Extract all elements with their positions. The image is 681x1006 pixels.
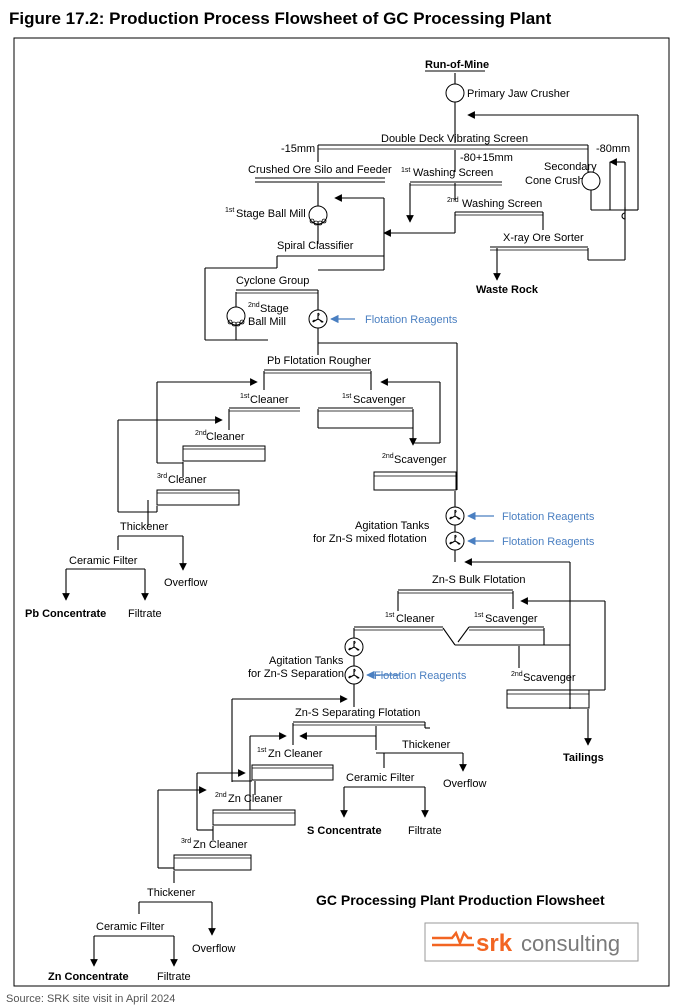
zns-cleaner1-ord: 1st <box>385 612 394 619</box>
run-of-mine-label: Run-of-Mine <box>425 59 489 71</box>
ball-mill-2-balls <box>227 319 245 327</box>
zn-cleaner3-cell <box>173 854 252 871</box>
for-zns-sep-label: for Zn-S Separation <box>248 668 344 680</box>
flotation-reagents-label: Flotation Reagents <box>502 511 595 523</box>
waste-rock-label: Waste Rock <box>476 284 539 296</box>
pb-cleaner3-cell <box>156 489 240 506</box>
pb-scavenger1-ord: 1st <box>342 393 351 400</box>
for-zns-mixed-label: for Zn-S mixed flotation <box>313 533 427 545</box>
zns-scavenger2-label: Scavenger <box>523 672 576 684</box>
zn-cleaner1-ord: 1st <box>257 747 266 754</box>
stage1-mill-ord: 1st <box>225 207 234 214</box>
zn-cleaner2-label: Zn Cleaner <box>228 793 283 805</box>
diagram-frame <box>13 37 670 987</box>
primary-jaw-crusher-label: Primary Jaw Crusher <box>467 88 570 100</box>
zn-cleaner1-label: Zn Cleaner <box>268 748 323 760</box>
pb-scavenger2-ord: 2nd <box>382 453 394 460</box>
zns-scavenger1-label: Scavenger <box>485 613 538 625</box>
agitation-tank-icon <box>445 506 465 526</box>
stage1-mill-label: Stage Ball Mill <box>236 208 306 220</box>
flotation-reagents-label: Flotation Reagents <box>374 670 467 682</box>
zns-scavenger2-ord: 2nd <box>511 671 523 678</box>
pb-ceramic-filter-label: Ceramic Filter <box>69 555 138 567</box>
ball-mill-2-icon <box>226 306 246 326</box>
minus-80mm-label: -80mm <box>596 143 630 155</box>
pb-cleaner1-label: Cleaner <box>250 394 289 406</box>
zn-overflow-label: Overflow <box>192 943 235 955</box>
secondary-crusher-label-2: Cone Crusher <box>525 175 594 187</box>
agitation-tanks-label: Agitation Tanks <box>355 520 430 532</box>
minus-15mm-label: -15mm <box>281 143 315 155</box>
s-concentrate-label: S Concentrate <box>307 825 382 837</box>
flotation-reagents-label: Flotation Reagents <box>502 536 595 548</box>
pb-cleaner2-cell <box>182 445 266 462</box>
ball-mill-1-icon <box>308 205 328 225</box>
srk-logo-suffix: consulting <box>521 931 620 956</box>
zn-cleaner1-cell <box>251 764 334 781</box>
washing-screen-2-label: Washing Screen <box>462 198 542 210</box>
zns-scavenger2-cell <box>506 689 590 709</box>
stage2-mill-label-2: Ball Mill <box>248 316 286 328</box>
tailings-label: Tailings <box>563 752 604 764</box>
agitation-tank-icon <box>445 531 465 551</box>
pb-overflow-label: Overflow <box>164 577 207 589</box>
source-note: Source: SRK site visit in April 2024 <box>6 993 176 1005</box>
srk-logo-brand: srk <box>476 930 513 957</box>
flow-line <box>457 626 470 643</box>
stage2-mill-ord: 2nd <box>248 302 260 309</box>
s-overflow-label: Overflow <box>443 778 486 790</box>
pb-scavenger1-label: Scavenger <box>353 394 406 406</box>
pb-cleaner2-ord: 2nd <box>195 430 207 437</box>
flotation-reagents-label: Flotation Reagents <box>365 314 458 326</box>
agitation-tanks-sep-label: Agitation Tanks <box>269 655 344 667</box>
s-filtrate-label: Filtrate <box>408 825 442 837</box>
srk-logo: srk consulting <box>424 922 639 962</box>
secondary-crusher-label-1: Secondary <box>544 161 597 173</box>
zns-scavenger1-ord: 1st <box>474 612 483 619</box>
agitation-tank-icon <box>344 665 364 685</box>
xray-sorter-label: X-ray Ore Sorter <box>503 232 584 244</box>
figure-title: Figure 17.2: Production Process Flowshee… <box>9 9 552 28</box>
zn-concentrate-label: Zn Concentrate <box>48 971 129 983</box>
jaw-crusher-icon <box>445 83 465 103</box>
washing-screen-1-ord: 1st <box>401 167 410 174</box>
zn-ceramic-filter-label: Ceramic Filter <box>96 921 165 933</box>
zns-cleaner1-label: Cleaner <box>396 613 435 625</box>
cone-crusher-icon <box>581 171 601 191</box>
pb-cleaner2-label: Cleaner <box>206 431 245 443</box>
zn-cleaner3-ord: 3rd <box>181 838 191 845</box>
pb-scavenger2-label: Scavenger <box>394 454 447 466</box>
zns-separating-label: Zn-S Separating Flotation <box>295 707 420 719</box>
washing-screen-2-ord: 2nd <box>447 197 459 204</box>
size-mid-label: -80+15mm <box>460 152 513 164</box>
washing-screen-1-label: Washing Screen <box>413 167 493 179</box>
zn-cleaner2-ord: 2nd <box>215 792 227 799</box>
s-thickener-label: Thickener <box>402 739 451 751</box>
s-ceramic-filter-label: Ceramic Filter <box>346 772 415 784</box>
pb-cleaner3-label: Cleaner <box>168 474 207 486</box>
pb-filtrate-label: Filtrate <box>128 608 162 620</box>
ball-mill-1-balls <box>309 218 327 226</box>
zn-filtrate-label: Filtrate <box>157 971 191 983</box>
diagram-title: GC Processing Plant Production Flowsheet <box>316 892 605 908</box>
zn-thickener-label: Thickener <box>147 887 196 899</box>
spiral-classifier-label: Spiral Classifier <box>277 240 354 252</box>
pb-thickener-label: Thickener <box>120 521 169 533</box>
agitation-tank-icon <box>308 309 328 329</box>
pb-cleaner3-ord: 3rd <box>157 473 167 480</box>
silo-label: Crushed Ore Silo and Feeder <box>248 164 392 176</box>
pb-concentrate-label: Pb Concentrate <box>25 608 106 620</box>
zns-bulk-label: Zn-S Bulk Flotation <box>432 574 526 586</box>
pb-rougher-label: Pb Flotation Rougher <box>267 355 371 367</box>
stage2-mill-label-1: Stage <box>260 303 289 315</box>
double-deck-screen-label: Double Deck Vibrating Screen <box>381 133 528 145</box>
pb-scavenger2-cell <box>373 471 457 491</box>
pb-cleaner1-ord: 1st <box>240 393 249 400</box>
flow-line <box>442 627 456 646</box>
zn-cleaner2-cell <box>212 809 296 826</box>
agitation-tank-icon <box>344 637 364 657</box>
zn-cleaner3-label: Zn Cleaner <box>193 839 248 851</box>
cyclone-group-label: Cyclone Group <box>236 275 309 287</box>
